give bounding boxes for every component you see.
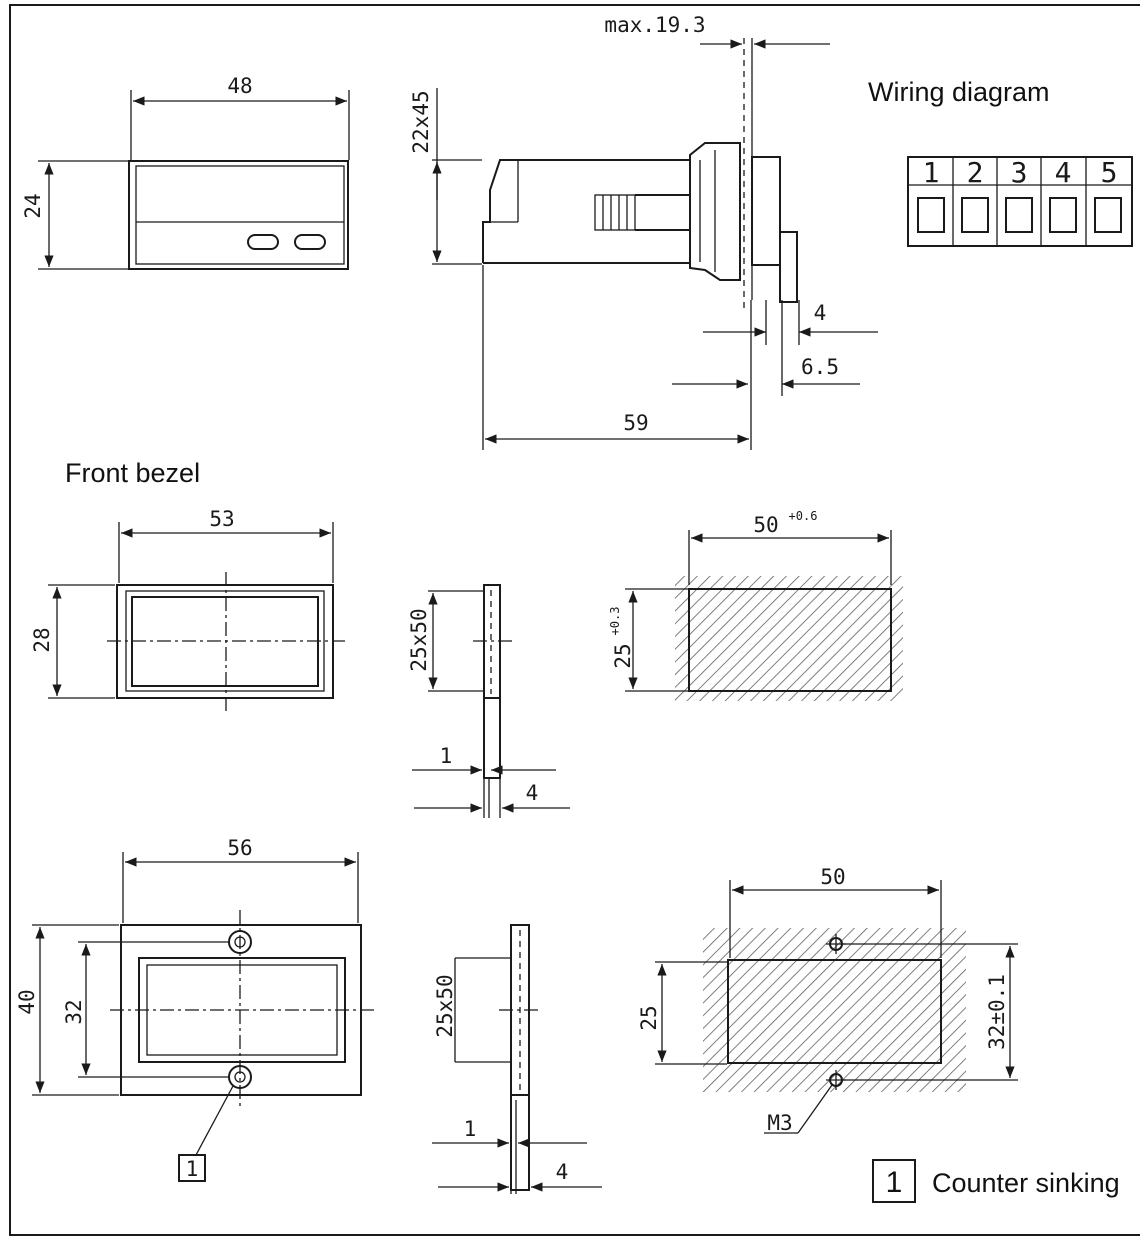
dim-bezel1-width: 53 [209,507,234,531]
screw-label: M3 [767,1111,792,1135]
dim-cutout1-width: 50 [753,513,778,537]
sheet-border [9,4,1140,1236]
bezel-2-front: 56 40 32 1 [15,836,375,1182]
legend-text: Counter sinking [932,1168,1120,1198]
dim-side-4: 4 [814,301,827,325]
terminal-4: 4 [1055,156,1072,189]
dim-cutout2-width: 50 [820,865,845,889]
dim-cutout1-width-tol: +0.6 [789,509,818,523]
front-bezel-title: Front bezel [65,458,200,488]
legend: 1 Counter sinking [872,1159,1120,1203]
dim-bezel2-4: 4 [556,1160,569,1184]
panel-cutout-1: 50 +0.6 25 +0.3 [608,509,903,701]
dim-cutout1-height-tol: +0.3 [608,607,622,636]
panel-cutout-2: 50 25 32±0.1 M3 [637,865,1018,1135]
terminal-2: 2 [967,156,984,189]
dim-top-height: 24 [21,193,45,218]
legend-number: 1 [886,1166,903,1199]
bezel-2-side: 25x50 1 4 [432,924,602,1194]
dim-bezel1-1: 1 [440,744,453,768]
dim-side-59: 59 [623,411,648,435]
dim-bezel1-height: 28 [30,627,54,652]
dim-cutout2-hole-spacing: 32±0.1 [985,974,1009,1050]
terminal-block: 1 2 3 4 5 [907,156,1133,247]
bezel-1-side: 25x50 1 4 [407,584,570,818]
dim-side-6-5: 6.5 [801,355,839,379]
dim-cutout1-height: 25 [611,643,635,668]
dim-side-cutout: 22x45 [409,90,433,153]
terminal-3: 3 [1011,156,1028,189]
dim-top-width: 48 [227,74,252,98]
dim-side-max: max.19.3 [604,13,705,37]
bezel-1-front: 53 28 [30,507,345,712]
dim-bezel2-inner-height: 32 [62,999,86,1024]
terminal-1: 1 [923,156,940,189]
terminal-5: 5 [1101,156,1118,189]
reference-number: 1 [186,1157,199,1181]
legend-box [872,1159,916,1203]
dim-cutout2-height: 25 [637,1005,661,1030]
dim-bezel2-height: 40 [15,989,39,1014]
wiring-diagram-title: Wiring diagram [868,77,1050,107]
dim-bezel2-side: 25x50 [433,974,457,1037]
reference-box-1 [178,1154,206,1182]
front-view-top: 48 24 [21,74,350,270]
dim-bezel2-width: 56 [227,836,252,860]
side-view: max.19.3 22x45 4 6.5 59 [409,13,878,450]
dim-bezel2-1: 1 [464,1117,477,1141]
dim-bezel1-4: 4 [526,781,539,805]
dim-bezel1-side: 25x50 [407,608,431,671]
